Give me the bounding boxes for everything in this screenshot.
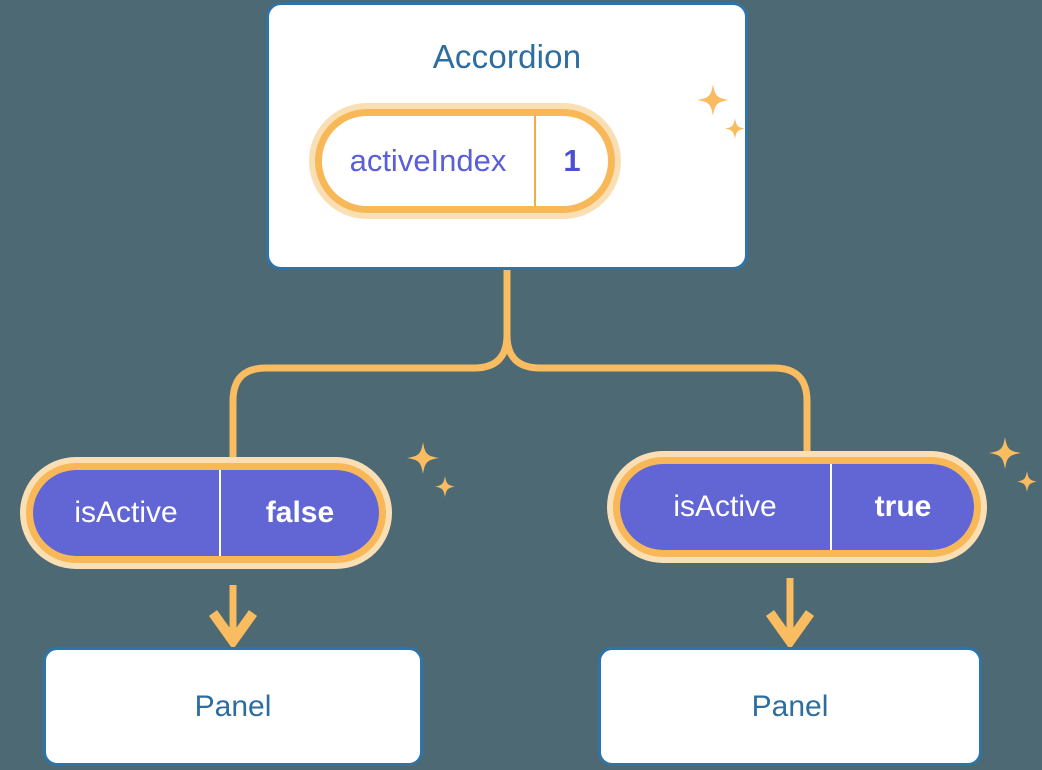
state-pill-key: isActive [673,490,777,523]
state-pill-key: isActive [74,496,178,529]
state-pill-isactive-false[interactable]: isActive false [20,457,392,569]
connector-branch-right [503,334,811,464]
state-pill-inner: activeIndex 1 [322,116,608,206]
sparkle-icon [407,442,439,474]
state-pill-value: false [219,470,379,556]
state-pill-key: activeIndex [349,143,507,178]
arrow-down-icon-left [208,610,258,650]
connector-branch-left [229,334,511,470]
sparkle-group-false [402,440,460,515]
state-pill-inner: isActive true [620,464,974,550]
accordion-card-title: Accordion [432,38,582,75]
panel-card-title: Panel [194,689,272,723]
state-pill-value: 1 [534,116,608,206]
arrow-down-icon-right [765,610,815,650]
state-pill-activeindex[interactable]: activeIndex 1 [309,103,621,219]
panel-card-left[interactable]: Panel [43,647,423,766]
sparkle-icon-small [1017,471,1037,492]
panel-card-right[interactable]: Panel [598,647,982,766]
state-pill-inner: isActive false [33,470,379,556]
sparkle-icon [989,437,1021,469]
state-pill-value: true [830,464,974,550]
sparkle-group-true [984,435,1042,510]
panel-card-title: Panel [751,689,829,723]
sparkle-icon-small [435,476,455,497]
state-pill-isactive-true[interactable]: isActive true [607,451,987,563]
